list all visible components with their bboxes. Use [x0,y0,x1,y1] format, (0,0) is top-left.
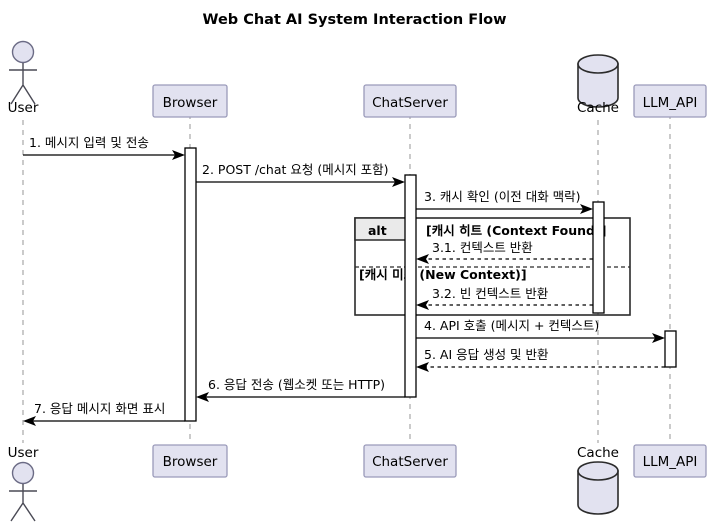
participant-browser-top[interactable]: Browser [152,84,228,118]
database-body-icon [577,63,619,108]
participant-label-browser-bottom: Browser [163,454,218,470]
alt-fragment-operator: alt [368,223,387,238]
participant-label-cache-bottom: Cache [577,445,619,461]
message-6-arrowhead [196,392,209,402]
activation-browser [184,147,197,422]
activation-bars [184,147,677,422]
participant-box-llm-api-bottom[interactable] [633,444,707,478]
message-5-arrowhead [416,362,429,372]
message-3-1: 3.1. 컨텍스트 반환 [416,240,593,264]
message-1-arrowhead [172,150,185,160]
message-7: 7. 응답 메시지 화면 표시 [23,401,185,426]
database-top-icon-bottom [577,461,619,481]
diagram-title: Web Chat AI System Interaction Flow [202,12,506,28]
message-1-label: 1. 메시지 입력 및 전송 [29,135,149,150]
message-7-arrowhead [23,416,36,426]
participant-llm-api-top[interactable]: LLM_API [633,84,707,118]
participant-browser-bottom[interactable]: Browser [152,444,228,478]
message-3-2: 3.2. 빈 컨텍스트 반환 [416,286,593,310]
alt-fragment: alt [캐시 히트 (Context Found)] [캐시 미스 (New … [354,217,631,316]
actor-head-icon [11,40,35,64]
participant-box-browser-bottom[interactable] [152,444,228,478]
message-2-label: 2. POST /chat 요청 (메시지 포함) [202,162,389,177]
message-1: 1. 메시지 입력 및 전송 [23,135,185,160]
participant-label-llm-api-top: LLM_API [643,95,698,111]
message-3-label: 3. 캐시 확인 (이전 대화 맥락) [424,189,581,204]
activation-chatserver [404,174,417,398]
participant-box-llm-api-top[interactable] [633,84,707,118]
participant-label-chatserver-top: ChatServer [372,95,448,111]
message-3-1-label: 3.1. 컨텍스트 반환 [432,240,533,255]
message-4-label: 4. API 호출 (메시지 + 컨텍스트) [424,318,599,333]
participant-box-chatserver-top[interactable] [363,84,457,118]
message-3-2-arrowhead [416,300,429,310]
participant-label-user-top: User [8,100,39,116]
participant-llm-api-bottom[interactable]: LLM_API [633,444,707,478]
participant-chatserver-bottom[interactable]: ChatServer [363,444,457,478]
participant-label-browser-top: Browser [163,95,218,111]
message-4: 4. API 호출 (메시지 + 컨텍스트) [416,318,665,343]
participant-cache-bottom[interactable]: Cache [577,445,619,515]
participant-user-bottom[interactable]: User [8,445,39,522]
participant-box-chatserver-bottom[interactable] [363,444,457,478]
message-2-arrowhead [392,177,405,187]
participant-label-chatserver-bottom: ChatServer [372,454,448,470]
message-7-label: 7. 응답 메시지 화면 표시 [34,401,165,416]
message-3-arrowhead [580,204,593,214]
participant-box-browser-top[interactable] [152,84,228,118]
database-body-icon-bottom [577,470,619,515]
alt-condition-2: [캐시 미스 (New Context)] [359,267,527,282]
participant-user-top[interactable]: User [8,40,39,117]
actor-body-icon-bottom [9,484,37,522]
activation-llm-api [664,330,677,368]
alt-condition-1: [캐시 히트 (Context Found)] [426,223,606,238]
message-6: 6. 응답 전송 (웹소켓 또는 HTTP) [196,377,405,402]
activation-cache [592,201,605,314]
participant-label-llm-api-bottom: LLM_API [643,454,698,470]
message-5: 5. AI 응답 생성 및 반환 [416,347,665,372]
message-3-2-label: 3.2. 빈 컨텍스트 반환 [432,286,549,301]
message-2: 2. POST /chat 요청 (메시지 포함) [196,162,405,187]
actor-body-icon [9,63,37,105]
message-4-arrowhead [652,333,665,343]
actor-head-icon-bottom [11,461,35,485]
message-3: 3. 캐시 확인 (이전 대화 맥락) [416,189,593,214]
message-5-label: 5. AI 응답 생성 및 반환 [424,347,549,362]
participant-chatserver-top[interactable]: ChatServer [363,84,457,118]
message-6-label: 6. 응답 전송 (웹소켓 또는 HTTP) [208,377,385,392]
participant-cache-top[interactable]: Cache [577,54,619,116]
participant-label-user-bottom: User [8,445,39,461]
participant-label-cache-top: Cache [577,100,619,116]
database-top-icon [577,54,619,74]
message-3-1-arrowhead [416,254,429,264]
